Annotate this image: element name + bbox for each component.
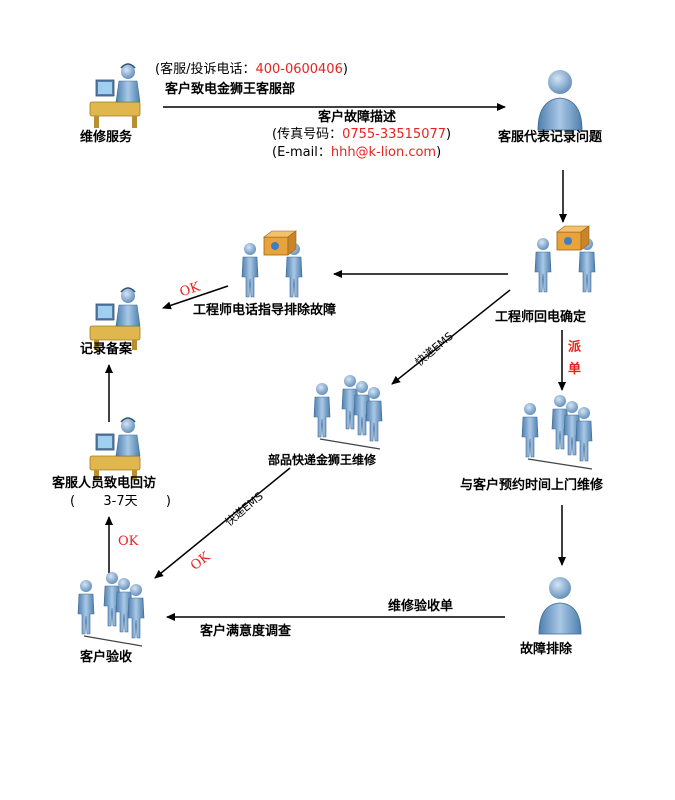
hotline-number[interactable]: 400-0600406 (255, 62, 343, 77)
email-value[interactable]: hhh@k-lion.com (330, 145, 437, 160)
email-close: ) (436, 145, 442, 160)
edge-label-satisfaction-survey: 客户满意度调查 (200, 624, 292, 639)
node-fault-cleared: 故障排除 (520, 642, 573, 657)
person-handing-box-icon (534, 225, 596, 293)
team-icon (313, 374, 383, 450)
team-icon (77, 571, 145, 647)
node-cs-callback-days-line: ( 3-7天 ) (70, 494, 171, 510)
agent-at-desk-icon (89, 417, 141, 480)
person-handing-box-icon (241, 230, 303, 298)
agent-at-desk-icon (89, 287, 141, 350)
email-label: (E-mail： (272, 145, 331, 160)
arrow-engineer-to-parts (391, 289, 511, 385)
person-icon (537, 70, 583, 131)
edge-label-repair-acceptance: 维修验收单 (388, 599, 454, 614)
node-engineer-phone-guide: 工程师电话指导排除故障 (193, 303, 337, 318)
fault-desc: 客户故障描述 (318, 110, 397, 125)
team-icon (521, 394, 593, 470)
hotline-close: ) (342, 62, 348, 77)
node-parts-express: 部品快递金狮王维修 (268, 453, 377, 467)
node-engineer-callback: 工程师回电确定 (495, 310, 587, 325)
person-icon (538, 577, 582, 635)
hotline-line: (客服/投诉电话：400-0600406) (155, 62, 348, 78)
node-customer-accept: 客户验收 (80, 650, 133, 665)
agent-at-desk-icon (89, 63, 141, 128)
days-open-paren: ( (70, 494, 76, 509)
node-record-archive: 记录备案 (80, 342, 133, 357)
edge-label-dispatch-1: 派 (568, 340, 582, 355)
arrow-parts-to-customer (154, 467, 291, 579)
edge-label-dispatch-2: 单 (568, 362, 582, 377)
node-onsite-repair: 与客户预约时间上门维修 (460, 478, 604, 493)
arrow-phone-guide-to-archive (162, 285, 229, 310)
edge-label-ok-left: OK (118, 534, 139, 549)
days-close-paren: ) (165, 494, 171, 509)
fax-line: (传真号码：0755-33515077) (272, 127, 451, 143)
email-line: (E-mail：hhh@k-lion.com) (272, 145, 441, 161)
node-csr-record: 客服代表记录问题 (498, 130, 603, 145)
days-value: 3-7天 (103, 494, 138, 509)
fax-close: ) (446, 127, 452, 142)
call-text: 客户致电金狮王客服部 (165, 82, 296, 97)
fax-number: 0755-33515077 (342, 127, 447, 142)
node-cs-callback: 客服人员致电回访 (52, 476, 157, 491)
node-repair-service: 维修服务 (80, 130, 133, 145)
fax-label: (传真号码： (272, 127, 343, 142)
hotline-label: (客服/投诉电话： (155, 62, 256, 77)
